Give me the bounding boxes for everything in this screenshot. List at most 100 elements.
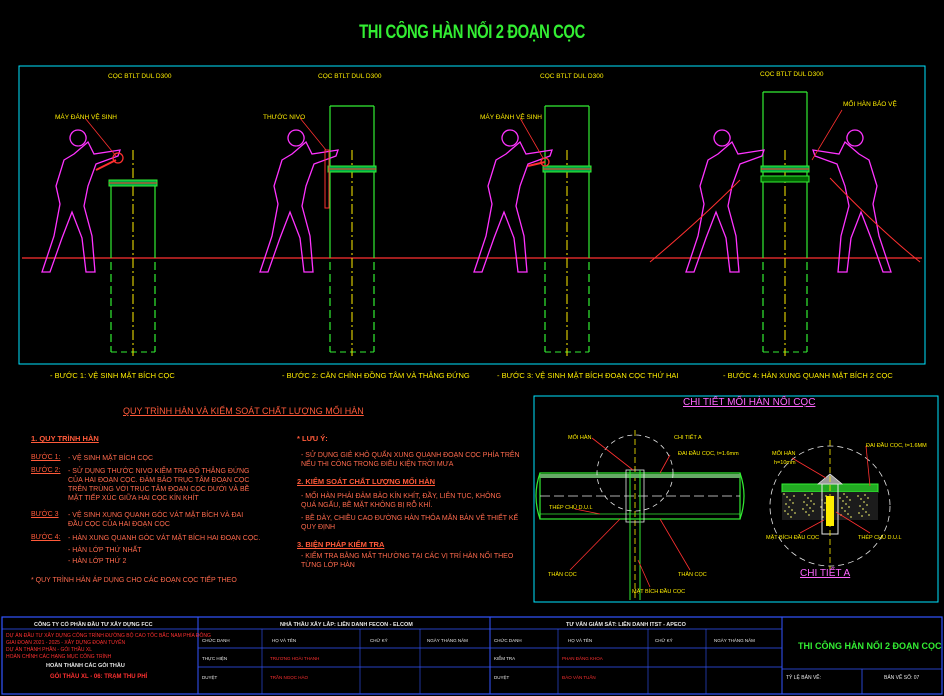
detail-flange — [625, 469, 645, 523]
step-3-label: BƯỚC 3 — [31, 511, 59, 518]
tb-project-2: GIAI ĐOẠN 2021 - 2025 - XÂY DỰNG ĐOẠN TU… — [6, 640, 126, 646]
step-4-text: - HÀN XUNG QUANH GÓC VÁT MẶT BÍCH HAI ĐO… — [68, 535, 261, 542]
detail-a-aggregate — [812, 510, 814, 512]
detail-a-aggregate — [805, 511, 807, 513]
detail-a-aggregate — [809, 507, 811, 509]
detail-a-aggregate — [810, 500, 812, 502]
detail-a-aggregate — [820, 506, 822, 508]
step-1-text: - VỆ SINH MẶT BÍCH CỌC — [68, 455, 154, 462]
tb-project-3: DỰ ÁN THÀNH PHẦN - GÓI THẦU XL — [6, 647, 93, 653]
detail-a-aggregate — [860, 498, 862, 500]
detail-a-aggregate — [844, 510, 846, 512]
detail-leader-body-r — [659, 518, 691, 571]
detail-a-aggregate — [789, 499, 791, 501]
step-3-text: - VỆ SINH XUNG QUANH GÓC VÁT MẶT BÍCH VÀ… — [68, 512, 244, 528]
section-1-title: 1. QUY TRÌNH HÀN — [31, 434, 99, 443]
tb-c-col-1: CHỨC DANH — [202, 638, 230, 643]
detail-a-subtitle: CHI TIẾT A — [800, 568, 851, 579]
detail-than-coc-right: THÂN CỌC — [678, 572, 707, 578]
detail-dai-dau-coc: ĐAI ĐẦU CỌC, t=1.6mm — [678, 451, 739, 457]
tb-s-row-1-role: KIỂM TRA — [494, 656, 516, 661]
worker-4-right — [812, 129, 892, 273]
detail-a-aggregate — [857, 495, 859, 497]
detail-a-leader-steel — [835, 511, 871, 534]
pile-label-1: CỌC BTLT DUL D300 — [108, 73, 172, 80]
level-ruler — [324, 149, 330, 209]
tb-s-row-2-name: ĐÀO VĂN TUẤN — [562, 675, 596, 680]
worker-2-outline — [259, 129, 339, 273]
worker-2 — [259, 129, 339, 273]
detail-a-aggregate — [845, 503, 847, 505]
detail-a-aggregate — [793, 495, 795, 497]
tb-c-col-3: CHỮ KÝ — [370, 638, 388, 643]
leader-3 — [519, 117, 544, 159]
tb-consultant-header: TƯ VẤN GIÁM SÁT: LIÊN DANH ITST - APECO — [566, 622, 686, 628]
detail-mat-bich: MẶT BÍCH ĐẦU CỌC — [632, 589, 686, 595]
tb-scale: TỶ LỆ BẢN VẼ: — [786, 675, 822, 681]
callout-3: MÁY ĐÁNH VỆ SINH — [480, 114, 543, 121]
step-2-label: BƯỚC 2: — [31, 467, 61, 474]
detail-a-thep-chu: THÉP CHỦ D.U.L — [858, 535, 902, 541]
callout-4: MỐI HÀN BẢO VỆ — [843, 101, 897, 108]
grinder-disc-3 — [540, 157, 550, 167]
weld-band-4 — [760, 175, 810, 183]
notes-title: * LƯU Ý: — [297, 434, 328, 443]
tb-drawing-title: THI CÔNG HÀN NỐI 2 ĐOẠN CỌC — [798, 641, 942, 651]
tb-c-row-1-role: THỰC HIỆN — [202, 656, 228, 661]
worker-1 — [41, 129, 121, 273]
detail-a-steel — [826, 496, 834, 526]
leader-2 — [299, 117, 327, 151]
detail-a-aggregate — [859, 505, 861, 507]
worker-4-left-outline — [685, 129, 765, 273]
section-3-title: 3. BIỆN PHÁP KIỂM TRA — [297, 540, 385, 549]
detail-leader-band — [659, 454, 671, 474]
detail-a-leader-weld — [791, 457, 827, 479]
procedure-title: QUY TRÌNH HÀN VÀ KIỂM SOÁT CHẤT LƯỢNG MỐ… — [123, 406, 364, 416]
detail-a-h: h=10mm — [774, 460, 796, 466]
detail-a-aggregate — [866, 504, 868, 506]
detail-moi-han: MỐI HÀN — [568, 435, 592, 441]
section-2-item-1: - MỐI HÀN PHẢI ĐẢM BẢO KÍN KHÍT, ĐẦY, LI… — [301, 493, 502, 509]
tb-s-col-4: NGÀY THÁNG NĂM — [714, 638, 755, 643]
step-4-label: BƯỚC 4: — [31, 534, 61, 541]
detail-than-coc-left: THÂN CỌC — [548, 572, 577, 578]
grinder-1 — [95, 159, 117, 171]
tb-c-col-2: HỌ VÀ TÊN — [272, 638, 297, 643]
tb-s-col-3: CHỮ KÝ — [655, 638, 673, 643]
detail-title: CHI TIẾT MỐI HÀN NỐI CỌC — [683, 397, 816, 408]
tb-s-row-1-name: PHAN ĐĂNG KHOA — [562, 656, 603, 661]
detail-a-aggregate — [787, 513, 789, 515]
detail-leader-flange — [637, 559, 651, 588]
detail-a-aggregate — [846, 496, 848, 498]
detail-a-aggregate — [863, 501, 865, 503]
detail-a-aggregate — [847, 513, 849, 515]
detail-a-aggregate — [804, 494, 806, 496]
tb-company: CÔNG TY CỔ PHẦN ĐẦU TƯ XÂY DỰNG FCC — [34, 622, 153, 628]
detail-a-aggregate — [802, 508, 804, 510]
detail-a-aggregate — [824, 502, 826, 504]
tb-s-col-2: HỌ VÀ TÊN — [568, 638, 593, 643]
detail-a-aggregate — [865, 511, 867, 513]
worker-1-outline — [41, 129, 121, 273]
title-block-frame — [1, 616, 943, 695]
tb-c-row-2-role: DUYỆT — [202, 675, 218, 680]
detail-a-moi-han: MỐI HÀN — [772, 451, 796, 457]
worker-4-left — [685, 129, 765, 273]
section-3-item-1: - KIỂM TRA BẰNG MẮT THƯỜNG TẠI CÁC VỊ TR… — [301, 553, 514, 569]
section-2-item-2: - BỀ DÀY, CHIỀU CAO ĐƯỜNG HÀN THỎA MÃN B… — [301, 515, 519, 531]
detail-a-aggregate — [791, 509, 793, 511]
detail-pile-ends — [535, 472, 745, 520]
callout-1: MÁY ĐÁNH VỆ SINH — [55, 114, 118, 121]
tb-c-row-1-name: TRƯƠNG HOÀI THANH — [270, 656, 320, 661]
detail-a-aggregate — [823, 509, 825, 511]
detail-a-aggregate — [806, 504, 808, 506]
detail-a-leader-flange — [799, 519, 825, 534]
worker-4-right-outline — [812, 129, 892, 273]
step-2-text: - SỬ DỤNG THƯỚC NIVO KIỂM TRA ĐỘ THẲNG Đ… — [68, 468, 250, 502]
caption-step-1: - BƯỚC 1: VỆ SINH MẶT BÍCH CỌC — [50, 371, 175, 380]
detail-a-mat-bich: MẶT BÍCH ĐẦU CỌC — [766, 535, 820, 541]
note-1: - SỬ DỤNG GIẺ KHÔ QUẤN XUNG QUANH ĐOẠN C… — [301, 452, 520, 468]
detail-a-aggregate — [868, 514, 870, 516]
